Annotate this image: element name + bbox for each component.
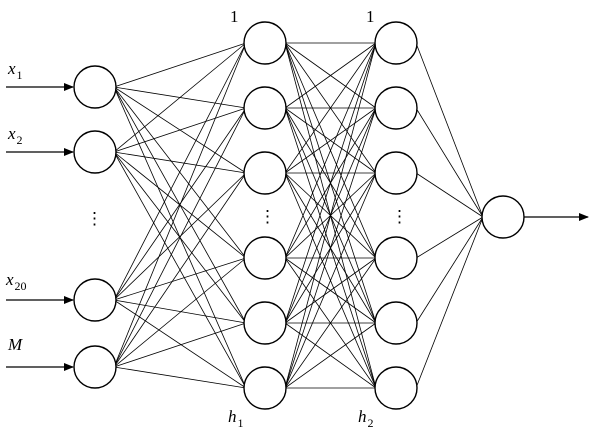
edge-in3-h1-5	[113, 366, 247, 389]
input-label-x2: x2	[7, 124, 23, 147]
edge-in2-h1-5	[113, 299, 247, 389]
hidden1-node-1	[243, 86, 287, 130]
input-node-3	[73, 345, 117, 389]
edge-in1-h1-2	[113, 151, 247, 174]
hidden1-bias-label: 1	[230, 7, 239, 26]
edge-h1-5-h2-2	[284, 172, 377, 389]
hidden1-node-3	[243, 236, 287, 280]
hidden1-node-0	[243, 21, 287, 65]
edge-h2-4-out	[415, 216, 484, 324]
edge-h2-1-out	[415, 107, 484, 218]
edge-in1-h1-0	[113, 42, 247, 153]
edge-in0-h1-3	[113, 86, 247, 259]
hidden2-node-5	[374, 366, 418, 410]
edge-h2-5-out	[415, 216, 484, 389]
edge-in2-h1-0	[113, 42, 247, 301]
hidden2-label: h2	[358, 407, 374, 430]
hidden2-node-4	[374, 301, 418, 345]
edge-in3-h1-4	[113, 322, 247, 368]
neuron-nodes	[73, 21, 525, 410]
edge-h1-5-h2-1	[284, 107, 377, 389]
edge-in2-h1-4	[113, 299, 247, 324]
edge-h1-2-h2-0	[284, 42, 377, 174]
hidden2-ellipsis: ⋮	[391, 207, 408, 226]
input-output-arrows	[6, 83, 589, 371]
edge-h2-3-out	[415, 216, 484, 259]
edge-h2-2-out	[415, 172, 484, 218]
edge-in0-h1-0	[113, 42, 247, 88]
input-label-x20: x20	[5, 270, 27, 293]
edge-in3-h1-2	[113, 172, 247, 368]
hidden1-node-5	[243, 366, 287, 410]
hidden1-label: h1	[228, 407, 244, 430]
input-label-m: M	[7, 335, 23, 354]
edge-in3-h1-0	[113, 42, 247, 368]
input-node-0	[73, 65, 117, 109]
edge-h1-4-h2-3	[284, 257, 377, 324]
hidden1-node-4	[243, 301, 287, 345]
edge-in1-h1-1	[113, 107, 247, 153]
hidden2-bias-label: 1	[366, 7, 375, 26]
hidden2-node-2	[374, 151, 418, 195]
edge-h1-4-h2-0	[284, 42, 377, 324]
input-node-1	[73, 130, 117, 174]
edge-in2-h1-2	[113, 172, 247, 301]
edge-h1-2-h2-1	[284, 107, 377, 174]
hidden1-node-2	[243, 151, 287, 195]
input-label-x1: x1	[7, 59, 23, 82]
edge-h1-5-h2-4	[284, 322, 377, 389]
edge-in2-h1-3	[113, 257, 247, 301]
output-node	[481, 195, 525, 239]
input-ellipsis: ⋮	[86, 209, 103, 228]
edge-in3-h1-3	[113, 257, 247, 368]
connection-edges	[113, 42, 484, 389]
hidden2-node-3	[374, 236, 418, 280]
edge-in3-h1-1	[113, 107, 247, 368]
edge-h1-5-h2-0	[284, 42, 377, 389]
hidden2-node-1	[374, 86, 418, 130]
hidden1-ellipsis: ⋮	[259, 207, 276, 226]
edge-h1-3-h2-0	[284, 42, 377, 259]
edge-h2-0-out	[415, 42, 484, 218]
hidden2-node-0	[374, 21, 418, 65]
edge-h1-5-h2-3	[284, 257, 377, 389]
edge-h1-1-h2-0	[284, 42, 377, 109]
input-node-2	[73, 278, 117, 322]
